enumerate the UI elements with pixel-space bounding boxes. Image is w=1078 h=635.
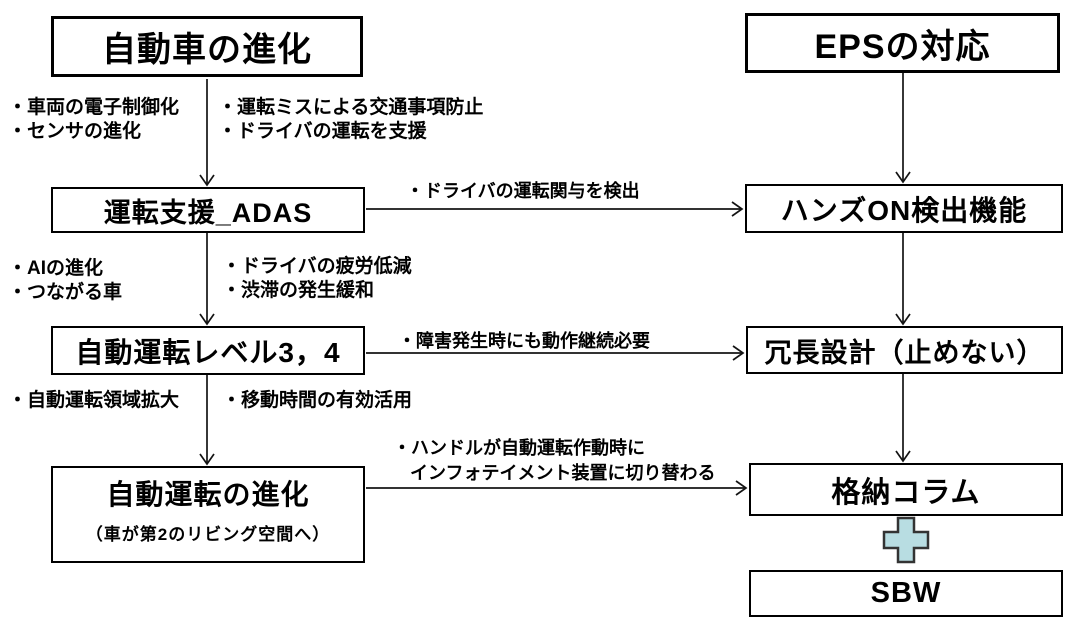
annotation-row2-right: ・ドライバの疲労低減 ・渋滞の発生緩和 [222,255,412,303]
node-autonomy-level34: 自動運転レベル3，4 [51,326,365,375]
annotation-row2-left: ・AIの進化 ・つながる車 [8,257,122,305]
node-eps-response: EPSの対応 [745,13,1060,73]
arrow-eps-to-hands-on [895,73,911,184]
arrow-hands-on-to-redundant [895,233,911,326]
annotation-line: ・車両の電子制御化 [8,97,180,118]
arrow-label-line: ・ハンドルが自動運転作動時に [393,438,645,458]
arrow-label-line: ・障害発生時にも動作継続必要 [398,331,650,351]
node-adas: 運転支援_ADAS [51,187,365,233]
annotation-line: ・AIの進化 [8,258,104,279]
node-hands-on-detection: ハンズON検出機能 [745,184,1063,233]
annotation-row1-right: ・運転ミスによる交通事項防止 ・ドライバの運転を支援 [218,96,483,144]
annotation-row1-left: ・車両の電子制御化 ・センサの進化 [8,96,179,144]
annotation-row3-left: ・自動運転領域拡大 [8,389,179,413]
arrow-adas-to-level34 [199,233,215,326]
plus-icon [882,516,930,564]
node-autonomous-driving-evolution-title: 自動運転の進化 [106,479,310,510]
node-stowable-column: 格納コラム [749,463,1063,516]
node-autonomous-driving-evolution: 自動運転の進化 （車が第2のリビング空間へ） [51,466,365,563]
arrow-label-line: インフォテイメント装置に切り替わる [410,463,716,483]
arrow-redundant-to-storage [895,374,911,463]
annotation-line: ・センサの進化 [8,121,142,142]
annotation-line: ・渋滞の発生緩和 [222,280,375,301]
arrow-label-level34-to-redundant: ・障害発生時にも動作継続必要 [398,329,650,354]
arrow-adas-to-hands-on-horizontal [366,201,744,217]
node-autonomous-driving-evolution-subtitle: （車が第2のリビング空間へ） [85,525,331,544]
annotation-line: ・ドライバの運転を支援 [218,121,427,142]
node-redundant-design: 冗長設計（止めない） [746,326,1063,374]
arrow-label-adas-to-hands-on: ・ドライバの運転関与を検出 [406,179,640,204]
annotation-line: ・運転ミスによる交通事項防止 [218,97,484,118]
arrow-level34-to-ad-evolution [199,375,215,466]
arrow-label-line: ・ドライバの運転関与を検出 [406,181,640,201]
annotation-line: ・つながる車 [8,282,123,303]
node-car-evolution: 自動車の進化 [51,16,363,77]
annotation-line: ・ドライバの疲労低減 [222,256,412,277]
annotation-line: ・移動時間の有効活用 [222,390,413,411]
annotation-row3-right: ・移動時間の有効活用 [222,389,412,413]
arrow-label-ad-to-storage: ・ハンドルが自動運転作動時に インフォテイメント装置に切り替わる [393,436,715,486]
annotation-line: ・自動運転領域拡大 [8,390,180,411]
arrow-car-to-adas [199,79,215,187]
node-sbw: SBW [749,570,1063,617]
